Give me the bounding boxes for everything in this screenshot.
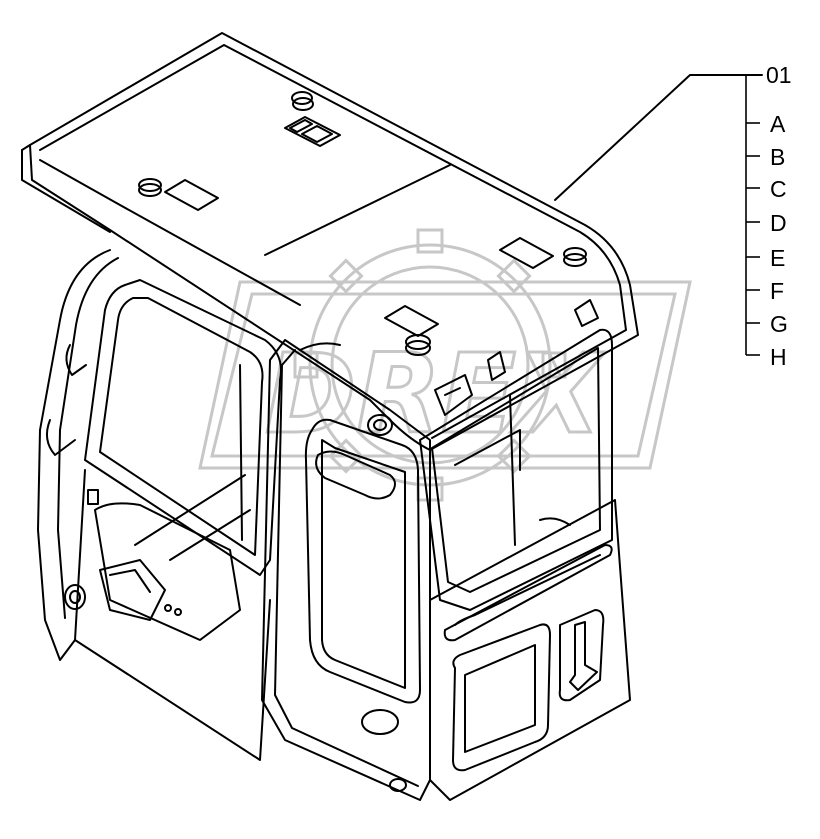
callout-c-label: C [770,176,787,202]
side-lower-panel [74,469,271,761]
callout-01-label: 01 [766,62,792,88]
front-lower-panel [429,499,631,801]
callout-d-label: D [770,210,787,236]
callout-leader-line [554,74,763,201]
side-window [84,279,282,576]
callout-e-label: E [770,245,785,271]
cab-left-shell [37,249,119,661]
cab-body [21,32,763,801]
watermark-logo: DREX [198,228,692,502]
callout-g-label: G [770,311,788,337]
callout-bracket [745,75,760,356]
callout-f-label: F [770,278,784,304]
roof-panel [21,32,639,451]
callout-h-label: H [770,344,787,370]
watermark-frame [198,280,692,470]
callout-a-label: A [770,111,786,137]
door [261,339,431,801]
callout-b-label: B [770,144,785,170]
front-windshield [419,328,613,611]
